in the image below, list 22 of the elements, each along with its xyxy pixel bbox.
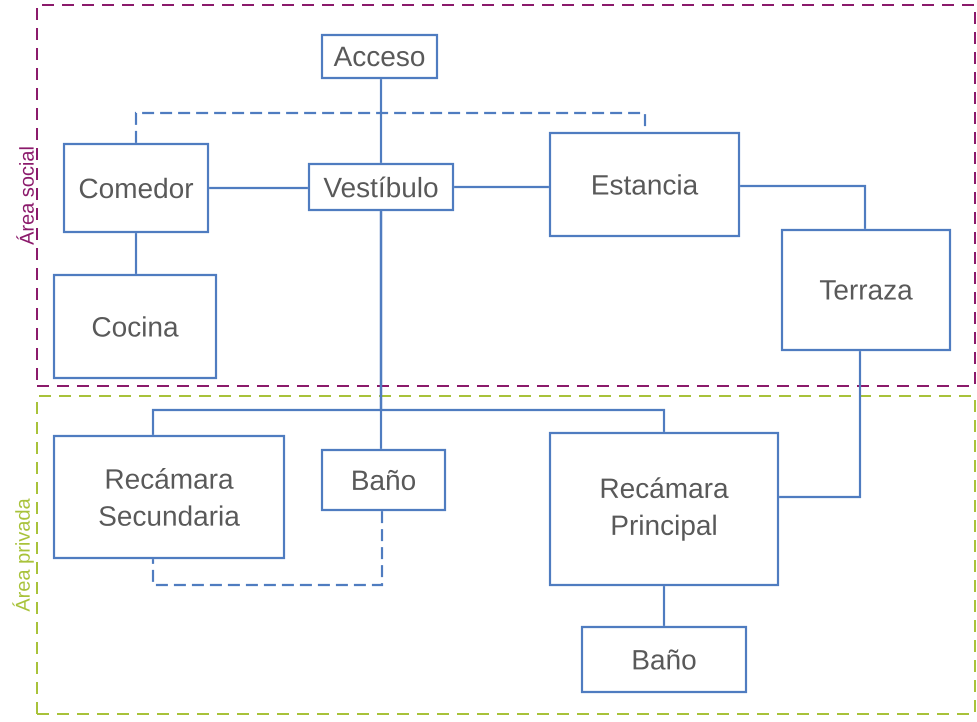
room-box: Cocina	[52, 274, 218, 380]
connector-line	[740, 184, 866, 229]
room-box: Terraza	[780, 228, 952, 352]
connector-line	[209, 186, 308, 190]
room-box: Estancia	[548, 132, 740, 238]
connector-line	[662, 586, 666, 626]
connector-line	[380, 211, 666, 432]
connector-line	[152, 511, 384, 586]
room-box: Recámara Principal	[548, 432, 780, 586]
room-box: Comedor	[62, 142, 210, 234]
room-box: Baño	[580, 626, 748, 694]
room-box: Vestíbulo	[308, 162, 454, 212]
connector-line	[134, 233, 138, 274]
connector-line	[454, 186, 549, 188]
connector-line	[779, 351, 862, 498]
node-label: Área privada	[12, 498, 34, 612]
room-box: Baño	[320, 448, 446, 512]
node-label: Área social	[16, 147, 34, 245]
connector-line	[380, 79, 382, 163]
room-box: Recámara Secundaria	[52, 434, 286, 560]
connector-line	[134, 112, 646, 143]
room-box: Acceso	[320, 34, 438, 80]
